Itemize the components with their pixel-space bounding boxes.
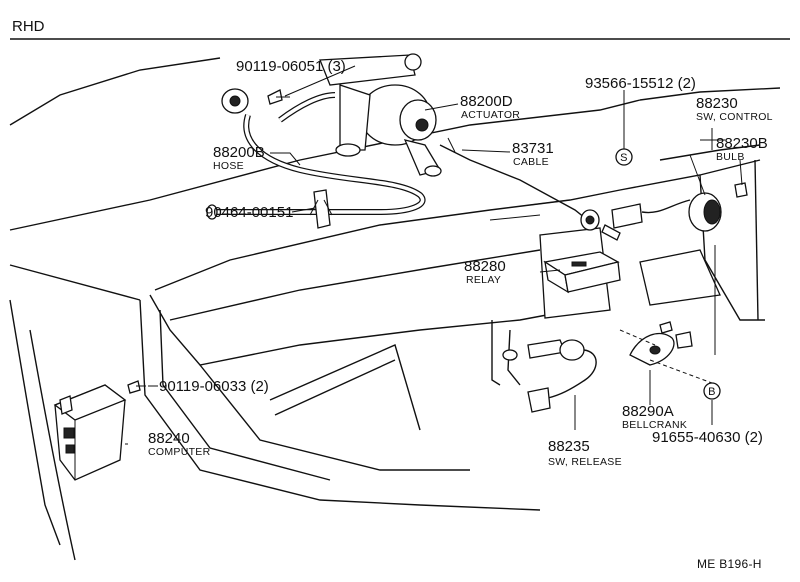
callout-bolt-mid-number: 90119-06033 (2) [159,378,269,395]
callout-relay-name: RELAY [466,274,501,286]
svg-text:B: B [708,386,716,398]
callout-bellcrank-name: BELLCRANK [622,419,687,431]
callout-computer-number: 88240 [148,430,190,447]
control-switch-part [611,154,748,232]
callout-bulb-name: BULB [716,151,745,163]
callout-clamp-number: 90464-00151 [205,204,293,221]
callout-sw-control-number: 88230 [696,95,738,112]
relay-part [543,251,621,294]
region-label: RHD [12,18,45,35]
clamp-part [309,189,333,229]
svg-text:S: S [620,152,628,164]
symbol-b: B [703,382,721,400]
bellcrank-part [619,321,713,384]
callout-hose-number: 88200B [213,144,265,161]
callout-hose-name: HOSE [213,160,244,172]
callout-relay-number: 88280 [464,258,506,275]
leader-lines [125,65,743,445]
callout-sw-release-number: 88235 [548,438,590,455]
callout-sw-control-name: SW, CONTROL [696,111,773,123]
callout-actuator-number: 88200D [460,93,513,110]
callout-actuator-name: ACTUATOR [461,109,520,121]
release-switch-part [491,320,597,413]
symbol-s: S [615,148,633,166]
callout-bellcrank-number: 88290A [622,403,674,420]
callout-screw-number: 93566-15512 (2) [585,75,696,92]
callout-bulb-number: 88230B [716,135,768,152]
doc-code: ME B196-H [697,557,762,571]
callout-cable-number: 83731 [512,140,554,157]
hose-part [206,92,426,220]
callout-nut-number: 91655-40630 (2) [652,429,763,446]
callout-cable-name: CABLE [513,156,549,168]
vehicle-body [9,57,781,561]
computer-part [53,380,146,481]
callout-computer-name: COMPUTER [148,446,211,458]
bolt-top-part [267,89,290,105]
callout-sw-release-name: SW, RELEASE [548,456,622,468]
callout-bolt-top-number: 90119-06051 (3) [236,58,346,75]
cable-part [439,137,621,241]
